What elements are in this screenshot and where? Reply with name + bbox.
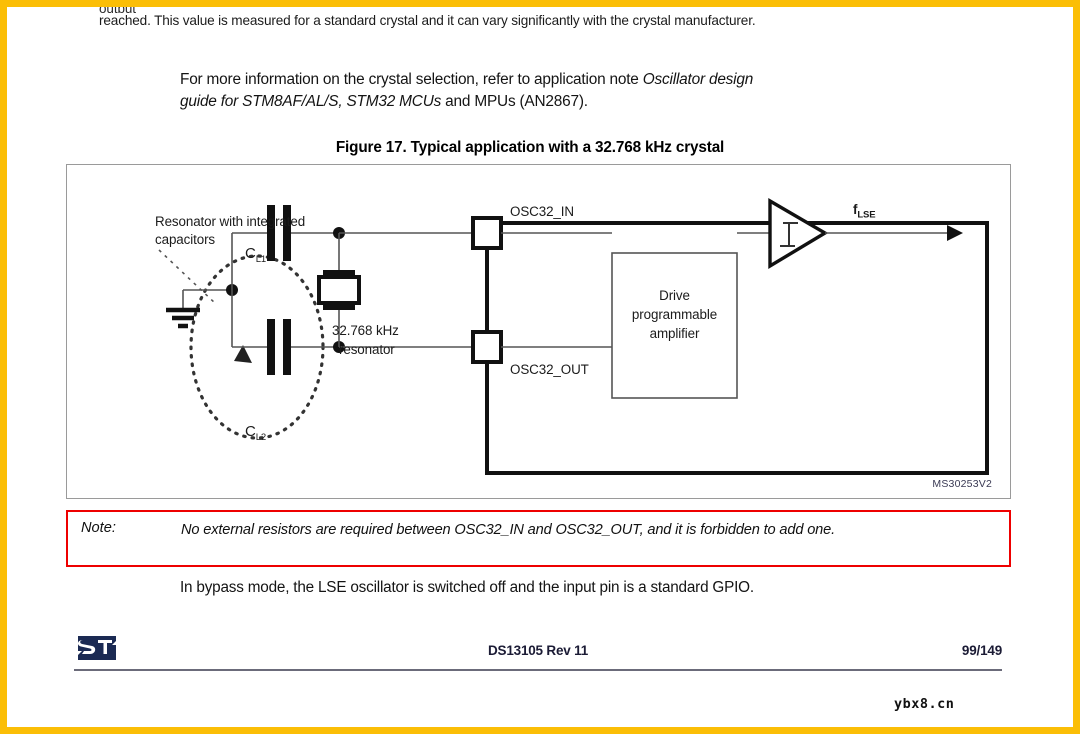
amplifier-label-line-3: amplifier [649,326,700,341]
circuit-diagram [158,198,989,475]
crystal-plate-bottom [323,304,355,310]
cap-cl1-letter: C [245,245,256,262]
crystal-label-line-2: resonator [339,342,395,357]
st-logo [78,636,116,660]
paragraph-bypass-mode: In bypass mode, the LSE oscillator is sw… [180,579,754,596]
amplifier-label-line-2: programmable [631,307,718,322]
capacitor-cl1-plate-left [267,205,275,261]
resonator-note-line-2: capacitors [155,232,216,247]
capacitor-cl2-label: CL2 [245,423,266,446]
footer-document-ref: DS13105 Rev 11 [487,643,589,658]
capacitor-cl1-plate-right [283,205,291,261]
capacitor-cl1-label: CL1 [245,245,266,268]
output-signal-label: fLSE [853,201,876,224]
figure-id-code: MS30253V2 [932,478,992,490]
page-footer: DS13105 Rev 11 99/149 [74,629,1002,669]
output-signal-subscript: LSE [857,209,876,221]
schmitt-trigger-symbol [768,198,829,270]
crystal-plate-top [323,270,355,276]
pin-label-osc32-in: OSC32_IN [510,204,574,219]
paragraph-part-italic-1: Oscillator design [642,71,754,88]
pin-label-osc32-out: OSC32_OUT [510,362,589,377]
amplifier-block [611,252,738,399]
clipped-text-line: output [99,1,136,13]
cap-cl1-subscript: L1 [255,254,267,265]
paragraph-part-italic-2: guide for STM8AF/AL/S, STM32 MCUs [180,93,442,110]
footer-page-number: 99/149 [961,643,1002,658]
pin-pad-osc32-in [471,216,503,250]
cap-cl2-letter: C [245,423,256,440]
watermark: ybx8.cn [894,696,955,712]
figure-caption: Figure 17. Typical application with a 32… [335,139,725,156]
paragraph-crystal-note: reached. This value is measured for a st… [99,13,756,28]
hysteresis-glyph [780,222,798,247]
output-signal-letter: f [853,202,858,217]
footer-rule [74,669,1002,671]
note-highlight-box: Note: No external resistors are required… [66,510,1011,567]
crystal-label-line-1: 32.768 kHz [332,323,399,338]
paragraph-part-plain-1: For more information on the crystal sele… [180,71,643,88]
note-label: Note: [81,520,116,536]
note-text: No external resistors are required betwe… [181,522,836,538]
figure-container: Resonator with integrated capacitors CL1… [66,164,1011,499]
crystal-body [317,275,361,305]
paragraph-crystal-selection: For more information on the crystal sele… [180,69,970,113]
output-arrowhead [947,225,963,241]
leader-arrowhead [234,345,252,363]
pin-pad-osc32-out [471,330,503,364]
cap-cl2-subscript: L2 [255,432,267,443]
leader-line [158,249,218,306]
document-body: output reached. This value is measured f… [7,7,1073,727]
resonator-note-line-1: Resonator with integrated [155,214,306,229]
paragraph-part-plain-2: and MPUs (AN2867). [441,93,588,110]
amplifier-label-line-1: Drive [659,288,690,303]
capacitor-cl2-plate-left [267,319,275,375]
capacitor-cl2-plate-right [283,319,291,375]
